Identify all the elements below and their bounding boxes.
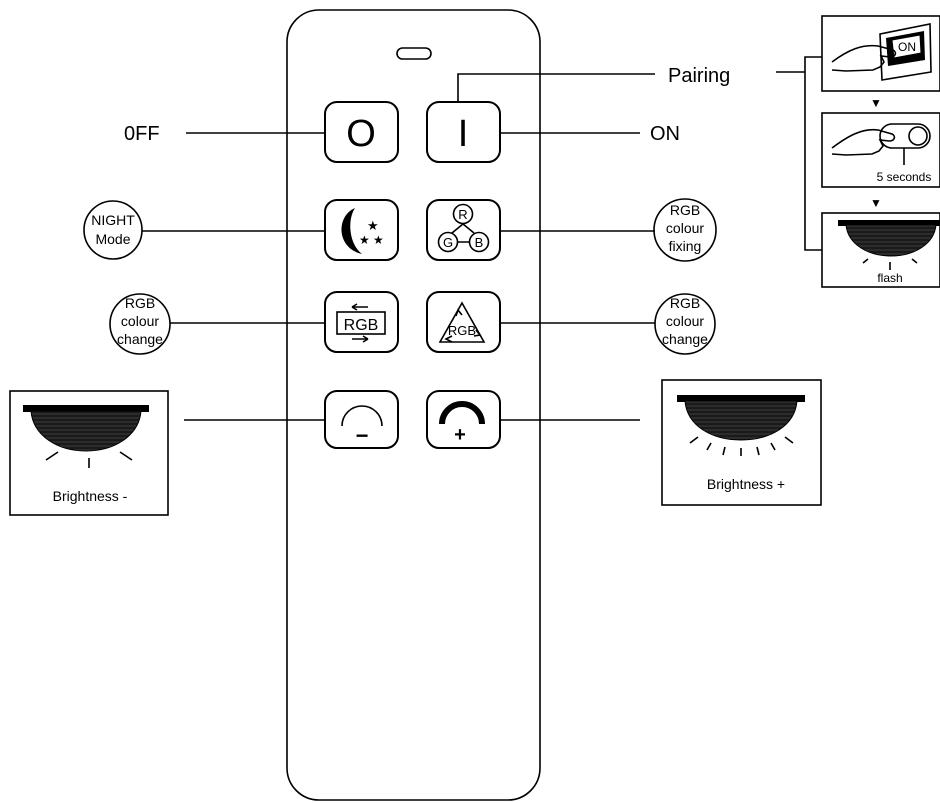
off-button[interactable]: O <box>324 101 399 163</box>
hand-icon <box>831 128 896 156</box>
brightness-plus-box <box>661 379 822 506</box>
rgb-change-right-line3: change <box>662 331 708 347</box>
night-line2: Mode <box>95 231 130 247</box>
brightness-minus-box <box>9 390 169 516</box>
rgb-change-right-bubble <box>654 293 716 355</box>
rgb-fixing-button[interactable]: R G B <box>426 199 501 261</box>
rgb-change-left-line3: change <box>117 331 163 347</box>
brightness-minus-label: Brightness - <box>53 488 128 504</box>
rgb-change-right-line2: colour <box>666 313 704 329</box>
rgb-fix-line2: colour <box>666 220 704 236</box>
rgb-change-left-bubble <box>109 293 171 355</box>
rgb-fix-bubble <box>653 198 717 262</box>
lamp-icon <box>838 220 940 270</box>
night-line1: NIGHT <box>91 212 135 228</box>
svg-text:★: ★ <box>373 233 384 247</box>
on-button-symbol: I <box>458 113 469 155</box>
pairing-step1-box <box>821 15 940 92</box>
rgb-triangle-button[interactable]: RGB <box>426 291 501 353</box>
rgb-loop-button[interactable]: RGB <box>324 291 399 353</box>
brightness-minus-button[interactable]: − <box>324 390 399 449</box>
moon-stars-icon: ★ ★ ★ <box>341 208 384 254</box>
down-arrow-icon: ▼ <box>870 96 882 110</box>
pairing-step3-box <box>821 212 940 288</box>
rgb-fix-b-letter: B <box>475 235 484 250</box>
rgb-change-right-line1: RGB <box>670 295 700 311</box>
night-mode-bubble <box>83 200 143 260</box>
svg-text:★: ★ <box>367 218 379 233</box>
dimmer-arc-icon <box>439 401 485 425</box>
push-button-icon <box>879 123 931 165</box>
pairing-step2-box <box>821 112 940 188</box>
rgb-fix-g-letter: G <box>443 235 453 250</box>
pairing-bracket <box>804 56 822 251</box>
rgb-change-left-line1: RGB <box>125 295 155 311</box>
on-button[interactable]: I <box>426 101 501 163</box>
wall-switch-icon: ON <box>879 23 932 81</box>
minus-symbol: − <box>356 423 369 448</box>
remote-body <box>286 9 541 801</box>
pairing-step3-caption: flash <box>877 271 902 285</box>
off-button-symbol: O <box>346 113 376 155</box>
rgb-triangle-label: RGB <box>448 323 476 338</box>
pairing-switch-on: ON <box>898 40 916 54</box>
svg-text:★: ★ <box>359 233 370 247</box>
rgb-fix-line1: RGB <box>670 202 700 218</box>
pairing-connector <box>457 73 655 102</box>
brightness-plus-button[interactable]: + <box>426 390 501 449</box>
dimmer-arc-icon <box>341 405 383 427</box>
night-mode-button[interactable]: ★ ★ ★ <box>324 199 399 261</box>
off-label: 0FF <box>124 123 160 145</box>
indicator-led <box>396 47 432 60</box>
down-arrow-icon: ▼ <box>870 196 882 210</box>
rgb-loop-label: RGB <box>344 317 379 334</box>
rgb-fix-line3: fixing <box>669 238 702 254</box>
lamp-icon <box>677 395 805 456</box>
rgb-change-left-line2: colour <box>121 313 159 329</box>
hand-icon <box>831 44 897 72</box>
pairing-label: Pairing <box>668 65 730 87</box>
lamp-icon <box>23 405 149 468</box>
rgb-fix-r-letter: R <box>458 207 467 222</box>
pairing-step2-caption: 5 seconds <box>877 170 932 184</box>
on-label: ON <box>650 123 680 145</box>
brightness-plus-label: Brightness + <box>707 476 785 492</box>
plus-symbol: + <box>454 424 466 446</box>
